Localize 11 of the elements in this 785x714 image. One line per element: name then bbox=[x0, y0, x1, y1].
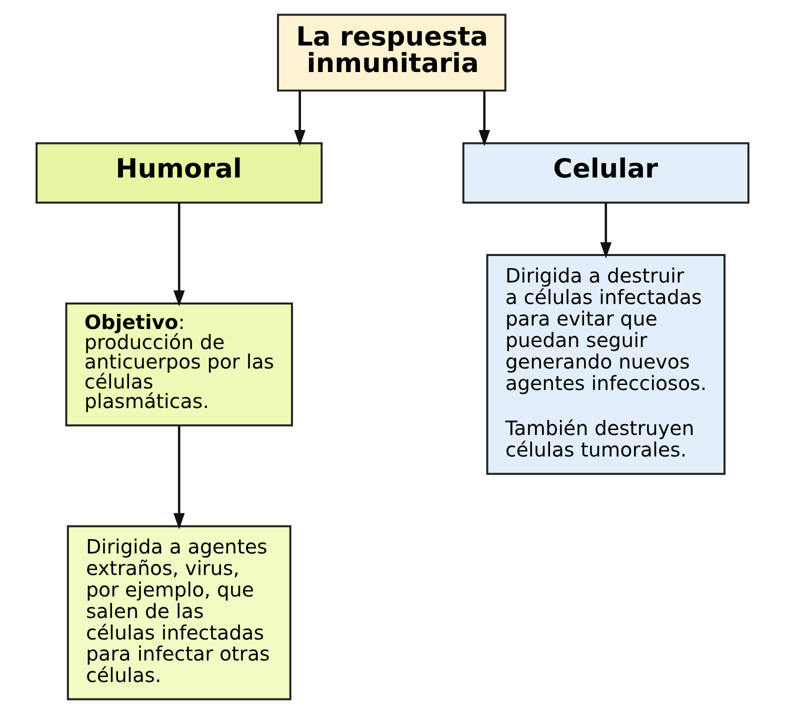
node-box: Dirigida a agentes extraños, virus, por ejemplo, que salen de las células infectadas para infectar otras células. bbox=[66, 525, 292, 700]
arrow bbox=[600, 202, 612, 258]
node-box: Humoral bbox=[36, 142, 323, 204]
node-box: La respuesta inmunitaria bbox=[277, 14, 506, 92]
node-box: Objetivo: producción de anticuerpos por las células plasmáticas. bbox=[65, 302, 293, 426]
arrow bbox=[294, 90, 306, 146]
node-box: Dirigida a destruir a células infectadas para evitar que puedan seguir generando nuevos agentes infecciosos. También destruyen células tumorales. bbox=[486, 254, 726, 475]
arrow bbox=[173, 426, 185, 530]
arrow bbox=[478, 90, 490, 146]
node-box: Celular bbox=[462, 142, 750, 204]
arrow bbox=[173, 202, 185, 307]
